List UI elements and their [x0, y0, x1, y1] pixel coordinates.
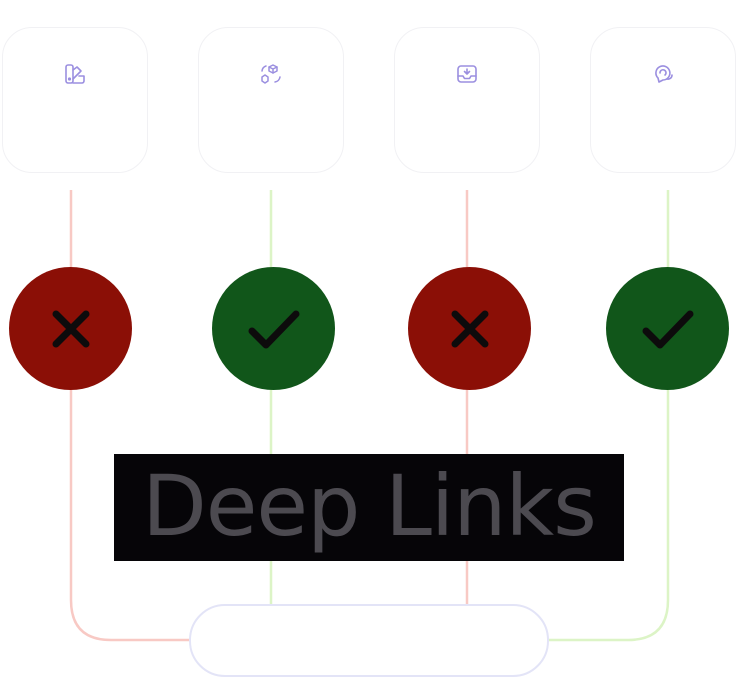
status-fail-2 — [408, 267, 531, 390]
check-icon — [642, 310, 693, 348]
diagram-title: Deep Links — [142, 456, 597, 555]
card-2[interactable] — [198, 27, 344, 173]
chat-bubbles-icon — [651, 62, 675, 86]
connector-line-1 — [69, 190, 192, 642]
status-fail-1 — [9, 267, 132, 390]
x-icon — [52, 310, 89, 347]
inbox-download-icon — [455, 62, 479, 86]
card-1[interactable] — [2, 27, 148, 173]
x-icon — [451, 310, 488, 347]
status-pass-2 — [606, 267, 729, 390]
status-pass-1 — [212, 267, 335, 390]
card-3[interactable] — [394, 27, 540, 173]
card-4[interactable] — [590, 27, 736, 173]
cubes-refresh-icon — [259, 62, 283, 86]
check-icon — [248, 310, 299, 348]
connector-line-4 — [546, 190, 670, 642]
bottom-target-pill[interactable] — [189, 604, 549, 677]
title-box: Deep Links — [114, 454, 624, 561]
palette-icon — [63, 62, 87, 86]
